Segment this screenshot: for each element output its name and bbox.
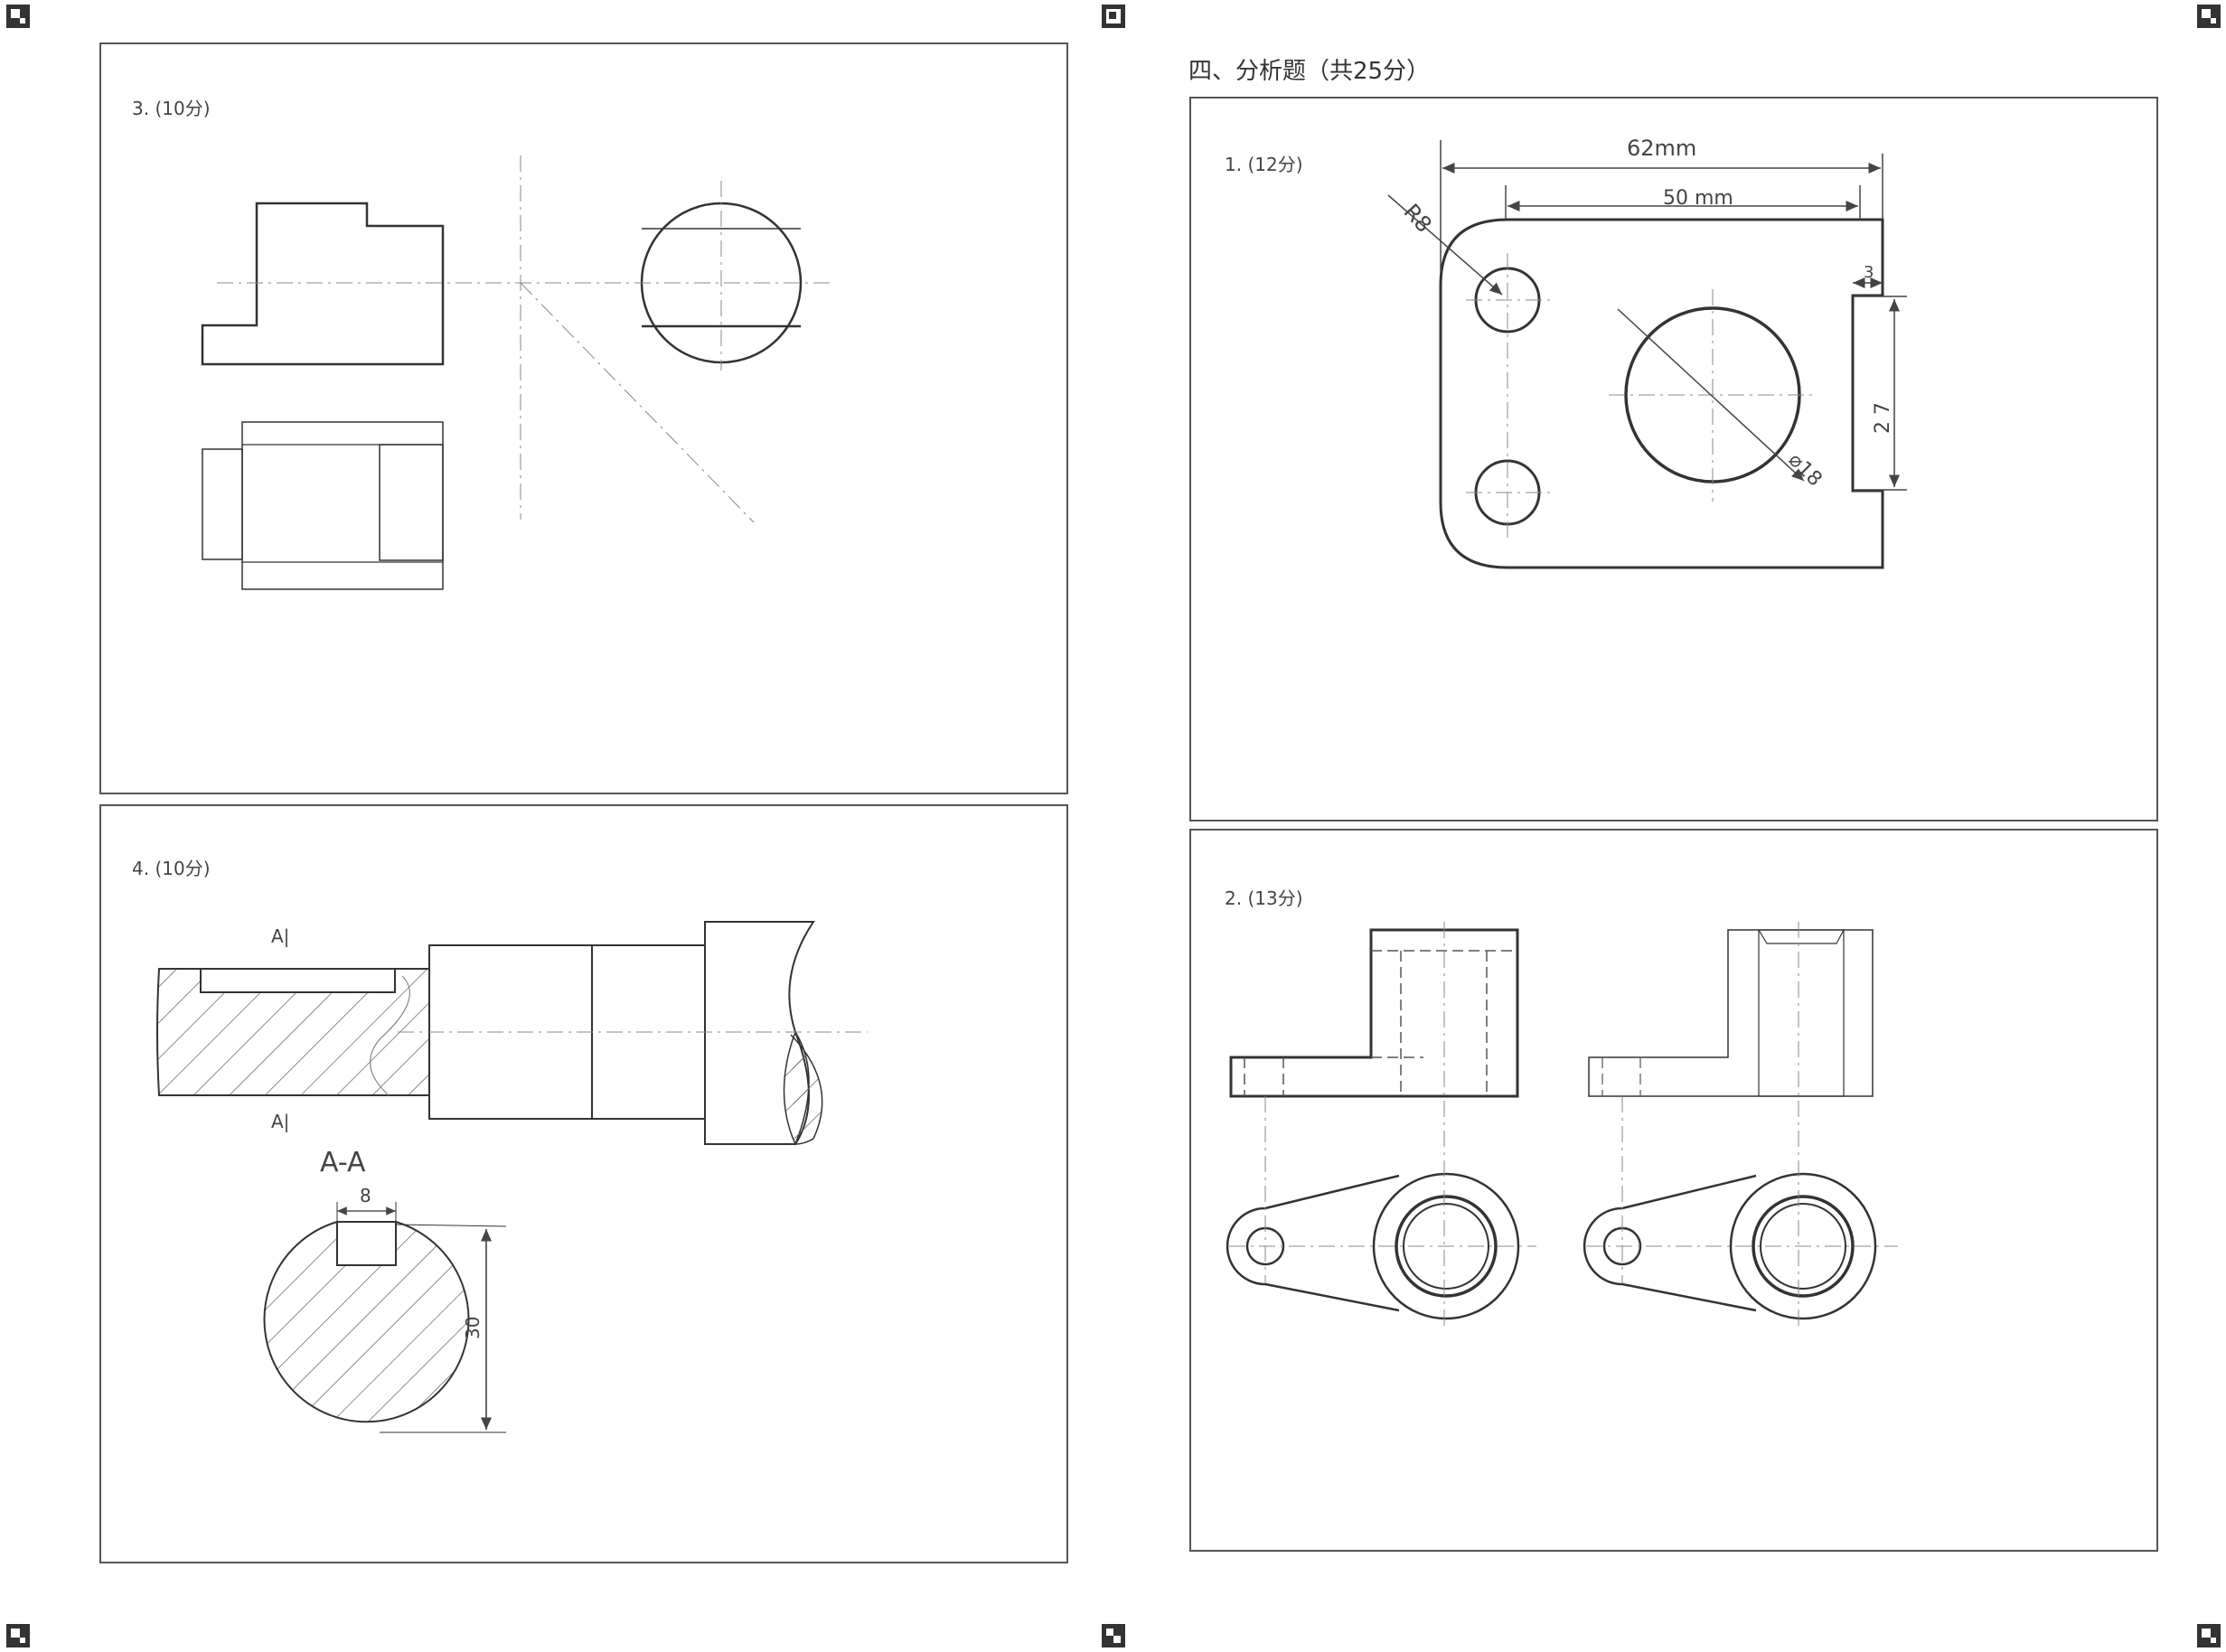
registration-marker-bottom-center (1102, 1624, 1125, 1647)
question-1-label: 1. (12分) (1225, 154, 1303, 175)
q2-drawing (1226, 922, 1898, 1328)
question-3-label: 3. (10分) (132, 98, 211, 119)
section-title: 四、分析题（共25分） (1188, 58, 1431, 85)
registration-marker-top-right (2197, 5, 2221, 28)
question-1-panel (1189, 97, 2158, 821)
q1-overall-dim: 62mm (1627, 136, 1696, 161)
q1-slot-height-dim: 2 7 (1872, 402, 1894, 434)
q3-drawing (201, 155, 831, 590)
question-4-label: 4. (10分) (132, 858, 211, 879)
question-3-panel (99, 42, 1068, 794)
q1-diameter-dim: ⌀18 (1784, 449, 1827, 492)
q4-key-width-dim: 8 (360, 1185, 371, 1206)
registration-marker-top-left (6, 5, 30, 28)
registration-marker-top-center (1102, 5, 1125, 28)
q4-section-view-label: A-A (320, 1147, 366, 1178)
q4-section-mark-bottom: A| (271, 1111, 289, 1132)
q1-offset-dim: 3 (1864, 263, 1874, 282)
question-2-panel (1189, 829, 2158, 1552)
q1-drawing (1387, 140, 1907, 569)
q1-holes-dim: 50 mm (1663, 187, 1733, 210)
question-4-panel (99, 804, 1068, 1563)
q4-section-mark-top: A| (271, 925, 289, 947)
q4-depth-dim: 30 (462, 1317, 484, 1339)
q4-drawing (156, 921, 868, 1433)
registration-marker-bottom-left (6, 1624, 30, 1647)
registration-marker-bottom-right (2197, 1624, 2221, 1647)
question-2-label: 2. (13分) (1225, 887, 1303, 909)
